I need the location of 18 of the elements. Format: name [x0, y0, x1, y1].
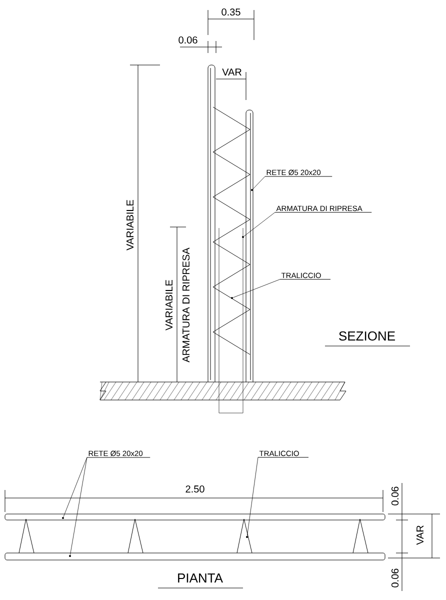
- dimension-text: 0.06: [178, 36, 198, 44]
- dimension-text: 0.35: [222, 8, 240, 16]
- dimension-text: 0.06: [391, 568, 399, 588]
- dimension-text: VARIABILE: [126, 200, 134, 250]
- view-title: PIANTA: [178, 574, 223, 582]
- dimension-text: 2.50: [186, 485, 204, 493]
- leader-line: [244, 212, 276, 236]
- leader-line: [70, 457, 88, 555]
- dimension-text: VAR: [222, 68, 242, 76]
- dimension-text: ARMATURA DI RIPRESA: [182, 248, 190, 362]
- dimension-text: VAR: [416, 526, 424, 545]
- leader-line: [63, 457, 88, 518]
- leader-line: [252, 176, 266, 190]
- dimension-text: 0.06: [391, 486, 399, 506]
- dimension-text: VARIABILE: [166, 280, 172, 330]
- leader-line: [232, 279, 280, 298]
- leader-line: [246, 457, 258, 536]
- view-title: SEZIONE: [339, 331, 395, 341]
